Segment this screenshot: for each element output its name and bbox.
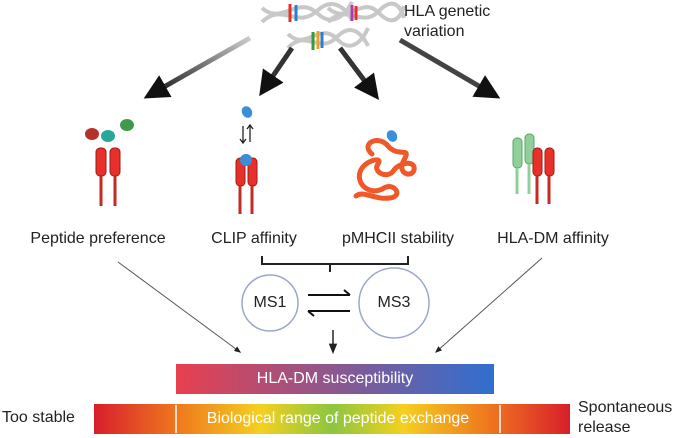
dna-helix-right — [326, 1, 406, 24]
too-stable-label: Too stable — [2, 409, 75, 426]
dna-helix-icon — [260, 1, 406, 50]
hla-dm-complex-icon — [512, 133, 555, 204]
ms3-label: MS3 — [377, 294, 411, 311]
unfolded-chain-icon — [353, 130, 417, 201]
susceptibility-label: HLA-DM susceptibility — [256, 370, 414, 387]
ms3-circle — [358, 267, 430, 339]
ms1-circle — [241, 274, 299, 332]
susceptibility-bar — [176, 364, 494, 394]
mhc-clip-affinity-icon — [235, 106, 258, 214]
arrow-to-peptide-preference — [143, 35, 252, 99]
arrow-to-hla-dm-affinity — [398, 37, 501, 99]
peptide-preference-label: Peptide preference — [30, 230, 166, 247]
dna-helix-bottom — [286, 27, 370, 50]
spontaneous-release-label: Spontaneous release — [578, 399, 673, 436]
arrow-to-clip-affinity — [259, 46, 295, 97]
clip-affinity-label: CLIP affinity — [211, 230, 297, 247]
exchange-range-bar — [94, 404, 570, 434]
merge-bracket — [261, 256, 409, 272]
exchange-range-label: Biological range of peptide exchange — [206, 410, 470, 427]
ms1-label: MS1 — [253, 294, 287, 311]
mhc-peptide-preference-icon — [85, 119, 134, 206]
hla-genetic-variation-label: HLA genetic variation — [404, 3, 491, 40]
converging-arrows — [117, 257, 543, 355]
pmhcii-stability-label: pMHCII stability — [341, 230, 455, 247]
variation-arrows — [143, 35, 501, 100]
arrow-to-pmhcii-stability — [338, 46, 379, 100]
hla-dm-affinity-label: HLA-DM affinity — [497, 230, 609, 247]
equilibrium-arrows — [307, 289, 351, 317]
